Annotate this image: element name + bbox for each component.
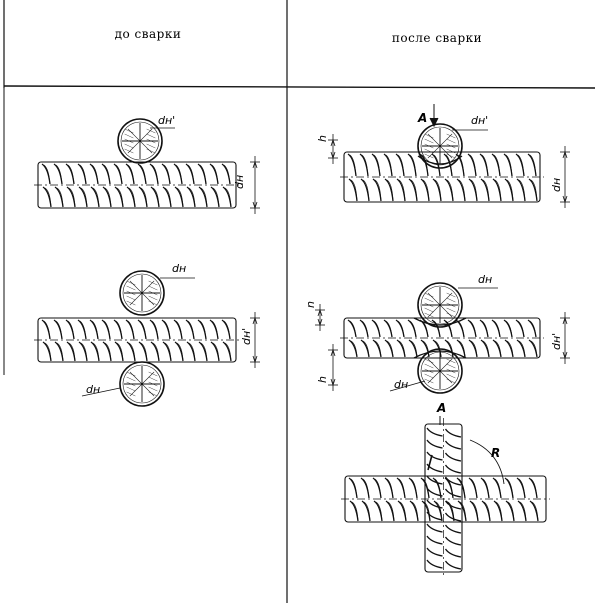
cross-vertical-bar [424, 418, 463, 578]
lower-bar-cross-section [119, 361, 165, 407]
label-radius-r: R [491, 446, 500, 460]
rebar-drawings [34, 104, 570, 578]
after-welding-header: после сварки [392, 31, 482, 45]
dimension-h-top [328, 134, 338, 164]
label-dn-side-1: dн [233, 175, 246, 189]
table-grid [3, 0, 595, 603]
label-n: n [304, 301, 317, 308]
label-dn-prime-top: dн' [158, 114, 175, 127]
weld-sag-3 [413, 350, 467, 359]
dimension-n [315, 304, 325, 331]
weld-sag-1 [417, 155, 463, 165]
label-force-a-top: А [417, 111, 427, 125]
force-arrow-head [429, 117, 439, 128]
dimension-left-1 [250, 156, 260, 214]
label-dn-mid: dн [172, 262, 186, 275]
label-dn-right-bottom: dн [394, 378, 408, 391]
dimension-left-2 [250, 312, 260, 368]
welded-cross-section-lower [417, 348, 463, 394]
radius-arc [469, 439, 505, 485]
label-dn-side-right-1: dн [550, 178, 563, 192]
label-dn-prime-right-side-2: dн' [550, 333, 563, 350]
label-h-bottom: h [316, 376, 329, 383]
dimension-right-1 [560, 146, 570, 208]
before-welding-header: до сварки [115, 27, 182, 41]
label-dn-prime-side-2: dн' [240, 328, 253, 345]
label-dn-prime-right-top: dн' [471, 114, 488, 127]
left-rebar-1 [34, 161, 240, 209]
dimension-h-bottom [328, 344, 338, 391]
right-rebar-1 [340, 151, 544, 203]
top-bar-cross-section [117, 118, 163, 164]
label-section-a: А [436, 401, 446, 415]
welded-cross-section-upper [417, 282, 463, 328]
upper-bar-cross-section [119, 270, 165, 316]
label-h-top: h [316, 135, 329, 142]
dimension-right-2 [560, 312, 570, 364]
welded-cross-section-top [417, 123, 463, 169]
label-dn-right-mid: dн [478, 273, 492, 286]
weld-sag-2 [413, 317, 467, 326]
left-rebar-2 [34, 317, 240, 363]
weld-notch [427, 454, 433, 471]
cross-horizontal-bar [341, 475, 550, 523]
